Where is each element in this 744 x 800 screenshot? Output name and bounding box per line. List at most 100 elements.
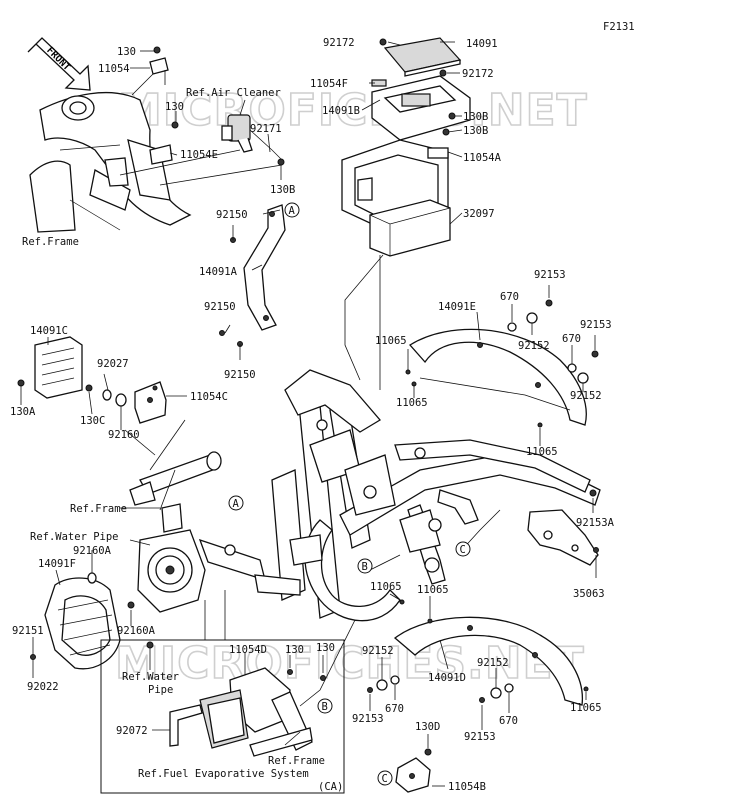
ref-frame-mid: Ref.Frame [70,503,127,515]
canister-bracket-illustration [199,667,291,749]
part-label-130C: 130C [80,415,105,427]
collar-icon [87,572,97,584]
part-label-92150: 92150 [224,369,256,381]
stud-icon [593,547,599,553]
strap-icon [427,147,449,159]
cover-14091C-illustration [34,336,83,399]
nut-icon [85,384,93,392]
part-label-14091E: 14091E [438,301,476,313]
part-label-130D: 130D [415,721,440,733]
part-label-92152: 92152 [362,645,394,657]
callout-c-bottom: C [377,770,393,786]
bolt-icon [171,121,179,129]
part-label-92153: 92153 [464,731,496,743]
washer-icon [390,675,400,685]
part-label-32097: 32097 [463,208,495,220]
part-label-14091: 14091 [466,38,498,50]
part-label-92150: 92150 [204,301,236,313]
callout-b-inset: B [317,698,333,714]
grommet-icon [102,389,112,401]
bolt-icon [545,299,553,307]
svg-text:C: C [382,773,388,785]
bracket-14091A-illustration [243,204,286,331]
nut-icon [577,372,589,384]
screw-icon [30,654,36,660]
part-label-92027: 92027 [97,358,129,370]
part-label-92160: 92160 [108,429,140,441]
watermark-top: MICROFICHES.NET [118,85,588,136]
part-label-92171: 92171 [250,123,282,135]
washer-icon [504,683,514,693]
callout-a-top: A [284,202,300,218]
diagram-code: F2131 [603,21,635,33]
part-label-130: 130 [285,644,304,656]
bolt-icon [479,697,485,703]
bolt-icon [591,350,599,358]
water-pump-illustration [137,529,206,613]
watermark-bottom: MICROFICHES.NET [115,638,585,689]
washer-icon [507,322,517,332]
part-label-92160A: 92160A [73,545,112,557]
bolt-icon [153,46,161,54]
bolt-icon [277,158,285,166]
ref-fuel-evaporative-system: Ref.Fuel Evaporative System [138,768,309,780]
part-label-14091D: 14091D [428,672,466,684]
nut-icon [376,679,388,691]
bolt-icon [320,675,326,681]
part-label-92022: 92022 [27,681,59,693]
hose-clip-icon [146,641,154,649]
ref-water-pipe: Ref.Water Pipe [30,531,119,543]
part-label-11054F: 11054F [310,78,348,90]
callout-c-mid: C [455,541,471,557]
part-label-92152: 92152 [477,657,509,669]
front-arrow-icon: FRONT [27,37,91,91]
clip-icon [427,618,433,624]
svg-text:C: C [460,544,466,556]
part-label-670: 670 [562,333,581,345]
bolt-icon [219,330,225,336]
ca-inset-box [100,639,345,794]
part-label-92153A: 92153A [576,517,615,529]
fender-14091D-illustration [393,616,584,706]
part-label-130: 130 [316,642,335,654]
part-label-11054A: 11054A [463,152,502,164]
part-label-92152: 92152 [518,340,550,352]
clip-icon [537,422,543,428]
fender-14091E-illustration [409,328,587,426]
leader-lines [20,41,597,787]
part-label-11054: 11054 [98,63,130,75]
svg-text:B: B [362,561,368,573]
part-label-130B: 130B [463,111,488,123]
cover-14091F-illustration [44,577,121,670]
svg-text:A: A [289,205,296,217]
part-label-14091F: 14091F [38,558,76,570]
part-label-92160A: 92160A [117,625,156,637]
main-frame-illustration [198,369,601,622]
part-label-11065: 11065 [570,702,602,714]
ref-frame-top: Ref.Frame [22,236,79,248]
bolt-icon [127,601,135,609]
part-label-92151: 92151 [12,625,44,637]
battery-cover-illustration [383,37,462,77]
canister-clamp-92072-illustration [169,704,203,747]
ref-air-cleaner: Ref.Air Cleaner [186,87,281,99]
part-label-670: 670 [499,715,518,727]
part-label-92172: 92172 [323,37,355,49]
air-cleaner-sensor-illustration [221,114,283,161]
nut-icon [490,687,502,699]
battery-illustration [369,199,451,257]
part-label-14091A: 14091A [199,266,238,278]
nut-icon [448,112,456,120]
callout-b-mid: B [357,558,373,574]
part-label-11054D: 11054D [229,644,267,656]
ref-frame-inset: Ref.Frame [268,755,325,767]
part-label-92072: 92072 [116,725,148,737]
part-label-130A: 130A [10,406,36,418]
part-label-11054E: 11054E [180,149,218,161]
bolt-icon [589,489,597,497]
part-label-92153: 92153 [534,269,566,281]
bracket-icon [149,144,173,165]
svg-text:B: B [322,701,328,713]
battery-tray-illustration [371,75,471,141]
